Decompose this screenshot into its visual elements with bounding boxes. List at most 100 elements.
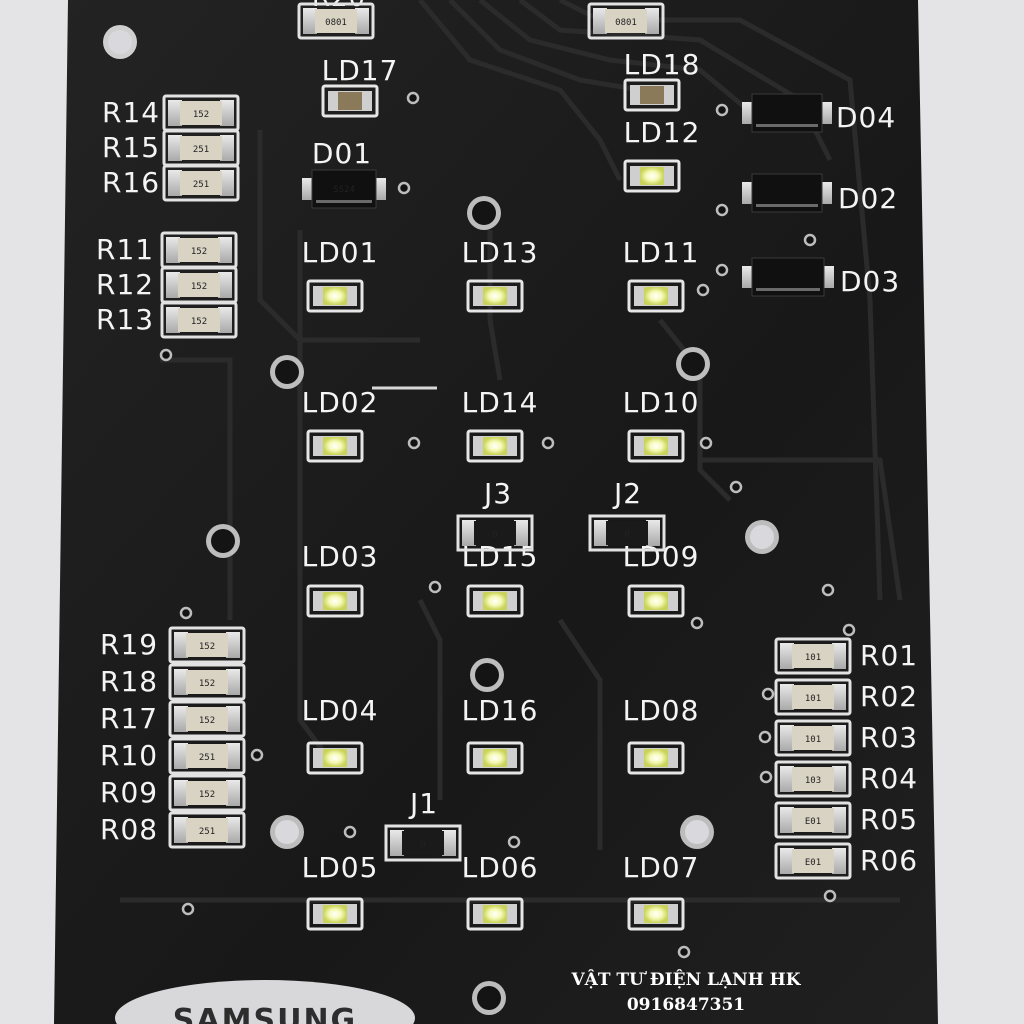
- resistor-r12: 152: [160, 266, 238, 304]
- silkscreen-label-ld05: LD05: [302, 851, 379, 884]
- silkscreen-label-ld16: LD16: [462, 694, 539, 727]
- led-ld05: [306, 897, 364, 931]
- jumper-j1: 0: [384, 824, 462, 862]
- jumper-j3-code: 0: [492, 530, 497, 540]
- silkscreen-label-ld02: LD02: [302, 386, 379, 419]
- led-ld18: [623, 78, 681, 112]
- silkscreen-label-ld10: LD10: [623, 386, 700, 419]
- resistor-r09-code: 152: [199, 790, 215, 800]
- resistor-r18-code: 152: [199, 679, 215, 689]
- resistor-r03: 101: [774, 719, 852, 757]
- resistor-r02-code: 101: [805, 694, 821, 704]
- jumper-j2-code: 0: [624, 530, 629, 540]
- silkscreen-label-r04: R04: [860, 762, 918, 795]
- resistor-r12-code: 152: [191, 282, 207, 292]
- led-ld07: [627, 897, 685, 931]
- silkscreen-label-r13: R13: [96, 303, 154, 336]
- silkscreen-label-j1: J1: [408, 787, 438, 820]
- watermark-phone: 0916847351: [627, 995, 745, 1015]
- silkscreen-label-ld14: LD14: [462, 386, 539, 419]
- silkscreen-label-r06: R06: [860, 844, 918, 877]
- silkscreen-label-ld11: LD11: [623, 236, 700, 269]
- resistor-r03-code: 101: [805, 735, 821, 745]
- silkscreen-label-ld18: LD18: [624, 48, 701, 81]
- resistor-r15-code: 251: [193, 145, 209, 155]
- resistor-r08: 251: [168, 811, 246, 849]
- resistor-r08-code: 251: [199, 827, 215, 837]
- resistor-r06: E01: [774, 842, 852, 880]
- resistor-r11: 152: [160, 231, 238, 269]
- resistor-r05: E01: [774, 801, 852, 839]
- diode-d04: [742, 93, 832, 133]
- silkscreen-label-d04: D04: [836, 101, 896, 134]
- led-ld04: [306, 741, 364, 775]
- led-ld12: [623, 159, 681, 193]
- silkscreen-label-ld09: LD09: [623, 540, 700, 573]
- resistor-r15: 251: [162, 129, 240, 167]
- silkscreen-label-ld13: LD13: [462, 236, 539, 269]
- jumper-j2: 0: [588, 514, 666, 552]
- led-ld01: [306, 279, 364, 313]
- resistor-r01-code: 101: [805, 653, 821, 663]
- resistor-r17: 152: [168, 700, 246, 738]
- silkscreen-label-r03: R03: [860, 721, 918, 754]
- resistor-r13-code: 152: [191, 317, 207, 327]
- silkscreen-label-ld08: LD08: [623, 694, 700, 727]
- led-ld13: [466, 279, 524, 313]
- resistor-r04-code: 103: [805, 776, 821, 786]
- resistor-r10-code: 251: [199, 753, 215, 763]
- led-ld06: [466, 897, 524, 931]
- silkscreen-label-r10: R10: [100, 739, 158, 772]
- led-ld02: [306, 429, 364, 463]
- watermark-shop-name: VẬT TƯ ĐIỆN LẠNH HK: [570, 969, 801, 990]
- samsung-logo: SAMSUNG: [115, 980, 415, 1024]
- silkscreen-label-r16: R16: [102, 166, 160, 199]
- resistor-top-unlabeled-code: 0801: [615, 18, 637, 28]
- led-ld09: [627, 584, 685, 618]
- jumper-j3: 0: [456, 514, 534, 552]
- jumper-j1-code: 0: [420, 840, 425, 850]
- resistor-top-unlabeled: 0801: [587, 2, 665, 40]
- silkscreen-label-r09: R09: [100, 776, 158, 809]
- led-ld17: [321, 84, 379, 118]
- samsung-logo-text: SAMSUNG: [173, 1003, 357, 1024]
- resistor-r09: 152: [168, 774, 246, 812]
- resistor-r18: 152: [168, 663, 246, 701]
- silkscreen-label-ld17: LD17: [322, 54, 399, 87]
- silkscreen-label-ld03: LD03: [302, 540, 379, 573]
- resistor-r19: 152: [168, 626, 246, 664]
- pcb-board: [54, 0, 938, 1024]
- resistor-top-r20-code: 0801: [325, 18, 347, 28]
- silkscreen-label-j3: J3: [482, 477, 512, 510]
- resistor-r10: 251: [168, 737, 246, 775]
- silkscreen-label-j2: J2: [612, 477, 642, 510]
- silkscreen-label-r12: R12: [96, 268, 154, 301]
- led-ld08: [627, 741, 685, 775]
- resistor-r16-code: 251: [193, 180, 209, 190]
- led-ld11: [627, 279, 685, 313]
- resistor-r02: 101: [774, 678, 852, 716]
- silkscreen-label-r05: R05: [860, 803, 918, 836]
- resistor-r17-code: 152: [199, 716, 215, 726]
- led-ld10: [627, 429, 685, 463]
- led-ld16: [466, 741, 524, 775]
- diode-d01: SS24: [302, 169, 386, 209]
- silkscreen-label-r17: R17: [100, 702, 158, 735]
- led-ld14: [466, 429, 524, 463]
- silkscreen-label-r11: R11: [96, 233, 154, 266]
- resistor-r14: 152: [162, 94, 240, 132]
- silkscreen-label-r08: R08: [100, 813, 158, 846]
- silkscreen-label-d01: D01: [312, 137, 372, 170]
- led-ld03: [306, 584, 364, 618]
- silkscreen-label-d03: D03: [840, 265, 900, 298]
- diode-d02: [742, 173, 832, 213]
- vias: [159, 91, 856, 959]
- silkscreen-label-ld04: LD04: [302, 694, 379, 727]
- diode-d01-code: SS24: [333, 185, 355, 195]
- resistor-r06-code: E01: [805, 858, 821, 868]
- silkscreen-label-r01: R01: [860, 639, 918, 672]
- silkscreen-label-d02: D02: [838, 182, 898, 215]
- mounting-holes: [103, 25, 779, 1015]
- resistor-r11-code: 152: [191, 247, 207, 257]
